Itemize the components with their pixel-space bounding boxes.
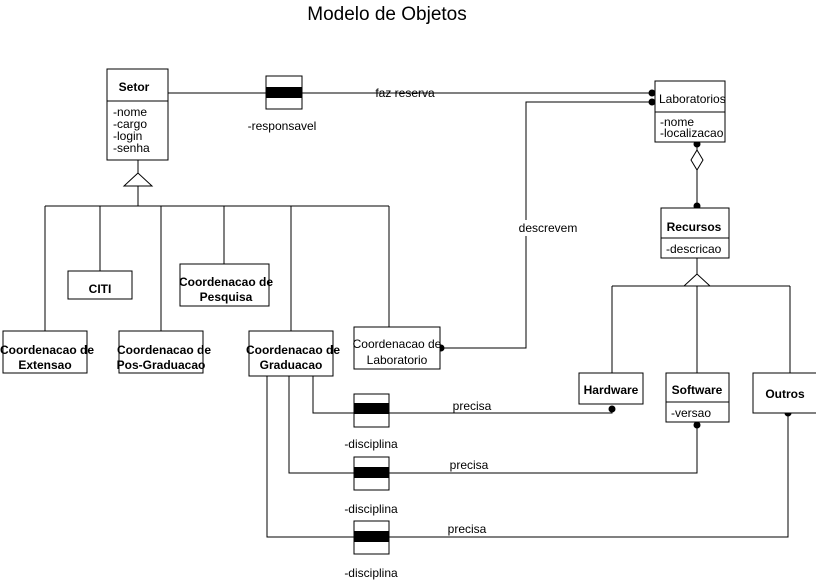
faz-reserva-label: faz reserva	[375, 86, 435, 100]
class-recursos: Recursos -descricao	[660, 207, 730, 259]
precisa-label-3: precisa	[448, 522, 487, 536]
precisa-label-2: precisa	[450, 458, 489, 472]
qualifier-precisa-outros	[353, 520, 390, 555]
class-citi-name: CITI	[89, 282, 112, 296]
class-laboratorios-name: Laboratorios	[659, 92, 726, 106]
class-outros: Outros	[752, 372, 816, 414]
dot-precisa-software	[693, 421, 701, 429]
class-coordenacao-pesquisa-name: Pesquisa	[200, 290, 253, 304]
descrevem-label: descrevem	[519, 221, 578, 235]
class-setor-attr: -cargo	[113, 117, 147, 131]
class-coordenacao-pesquisa-name: Coordenacao de	[179, 275, 273, 289]
recursos-inheritance-triangle	[682, 273, 712, 287]
class-coordenacao-laboratorio: Coordenacao de Laboratorio	[353, 326, 442, 370]
class-coordenacao-pos-graduacao-name: Coordenacao de	[117, 343, 211, 357]
qualifier-disciplina-3: -disciplina	[344, 566, 398, 580]
class-laboratorios-attr: -nome	[660, 115, 694, 129]
class-setor-attr: -login	[113, 129, 142, 143]
class-coordenacao-extensao-name: Coordenacao de	[0, 343, 94, 357]
class-software: Software -versao	[665, 372, 730, 423]
qualifier-disciplina-2: -disciplina	[344, 502, 398, 516]
class-setor-attr: -nome	[113, 105, 147, 119]
precisa-hardware-line-left	[312, 376, 354, 414]
class-coordenacao-extensao: Coordenacao de Extensao	[0, 330, 94, 374]
class-recursos-attr: -descricao	[666, 242, 722, 256]
class-coordenacao-pesquisa: Coordenacao de Pesquisa	[179, 263, 273, 307]
class-coordenacao-graduacao: Coordenacao de Graduacao	[246, 330, 340, 377]
dot-descrevem-lab	[648, 98, 656, 106]
class-setor-attr: -senha	[113, 141, 150, 155]
qualifier-precisa-software	[353, 456, 390, 491]
precisa-outros-line-left	[266, 376, 354, 538]
class-hardware: Hardware	[578, 372, 644, 405]
precisa-outros-line-right	[389, 413, 789, 538]
class-software-attr: -versao	[671, 406, 711, 420]
qualifier-faz-reserva	[265, 75, 303, 110]
class-outros-name: Outros	[765, 387, 805, 401]
class-coordenacao-laboratorio-name: Coordenacao de	[353, 337, 442, 351]
precisa-hardware-line-right	[389, 406, 613, 414]
class-laboratorios-attr: -localizacao	[660, 126, 724, 140]
precisa-label-1: precisa	[453, 399, 492, 413]
class-laboratorios: Laboratorios -nome -localizacao	[654, 80, 726, 143]
precisa-software-line-left	[288, 376, 354, 474]
dot-faz-reserva	[648, 89, 656, 97]
class-coordenacao-pos-graduacao-name: Pos-Graduacao	[117, 358, 206, 372]
class-coordenacao-graduacao-name: Coordenacao de	[246, 343, 340, 357]
class-setor-name: Setor	[119, 80, 150, 94]
class-setor: Setor -nome -cargo -login -senha	[106, 68, 169, 161]
class-coordenacao-extensao-name: Extensao	[18, 358, 71, 372]
aggregation-diamond	[690, 149, 704, 171]
setor-inheritance-triangle	[122, 172, 154, 187]
diagram-title: Modelo de Objetos	[307, 4, 467, 25]
class-coordenacao-pos-graduacao: Coordenacao de Pos-Graduacao	[117, 330, 211, 374]
qualifier-responsavel-label: -responsavel	[248, 119, 317, 133]
precisa-software-line-right	[389, 426, 698, 474]
class-coordenacao-laboratorio-name: Laboratorio	[367, 353, 428, 367]
class-software-name: Software	[672, 383, 723, 397]
class-citi: CITI	[67, 270, 133, 300]
qualifier-precisa-hardware	[353, 393, 390, 428]
dot-precisa-hardware	[608, 405, 616, 413]
connector-lines	[44, 92, 791, 538]
class-recursos-name: Recursos	[667, 220, 722, 234]
class-hardware-name: Hardware	[584, 383, 639, 397]
qualifier-disciplina-1: -disciplina	[344, 437, 398, 451]
class-coordenacao-graduacao-name: Graduacao	[260, 358, 323, 372]
